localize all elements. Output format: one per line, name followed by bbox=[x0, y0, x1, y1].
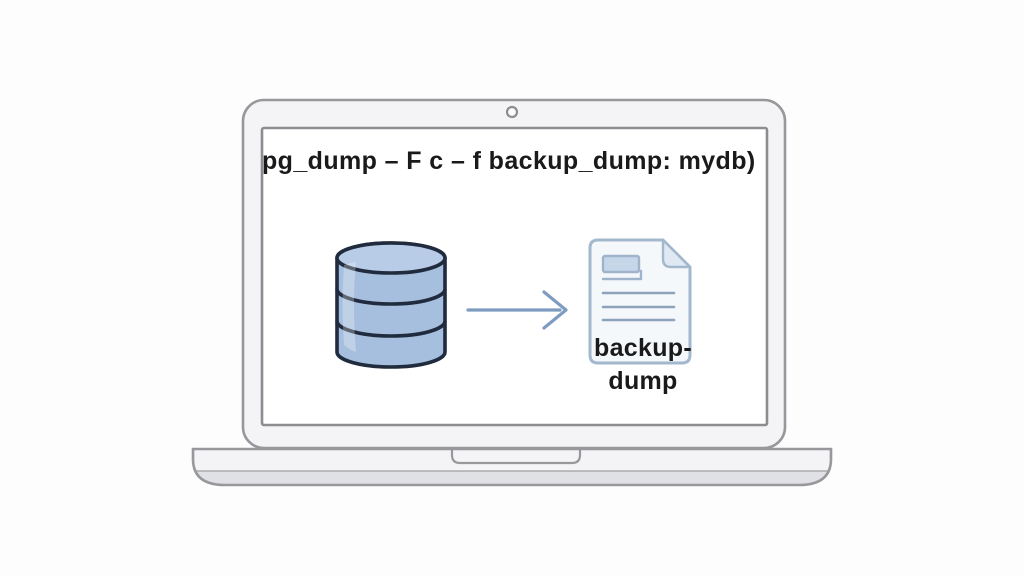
database-band-1 bbox=[335, 288, 447, 306]
database-highlight bbox=[342, 262, 356, 352]
database-cylinder-icon bbox=[335, 241, 447, 369]
database-top bbox=[335, 241, 447, 275]
laptop-base-outline bbox=[191, 447, 833, 487]
arrow-head bbox=[542, 290, 568, 330]
file-label-line1: backup- bbox=[594, 334, 692, 362]
laptop-base-notch bbox=[450, 450, 582, 465]
backup-file-icon bbox=[588, 238, 692, 365]
file-label-line2: dump bbox=[608, 367, 678, 395]
laptop-base-upper bbox=[194, 450, 830, 471]
document-header-block bbox=[601, 254, 641, 274]
arrow-right-icon bbox=[466, 290, 568, 330]
document-header-tail bbox=[601, 269, 643, 281]
database-band-2 bbox=[335, 320, 447, 338]
document-fold-corner bbox=[661, 238, 692, 269]
webcam-dot-icon bbox=[505, 105, 519, 119]
command-text: pg_dump – F c – f backup_dump: mydb) bbox=[262, 147, 756, 175]
